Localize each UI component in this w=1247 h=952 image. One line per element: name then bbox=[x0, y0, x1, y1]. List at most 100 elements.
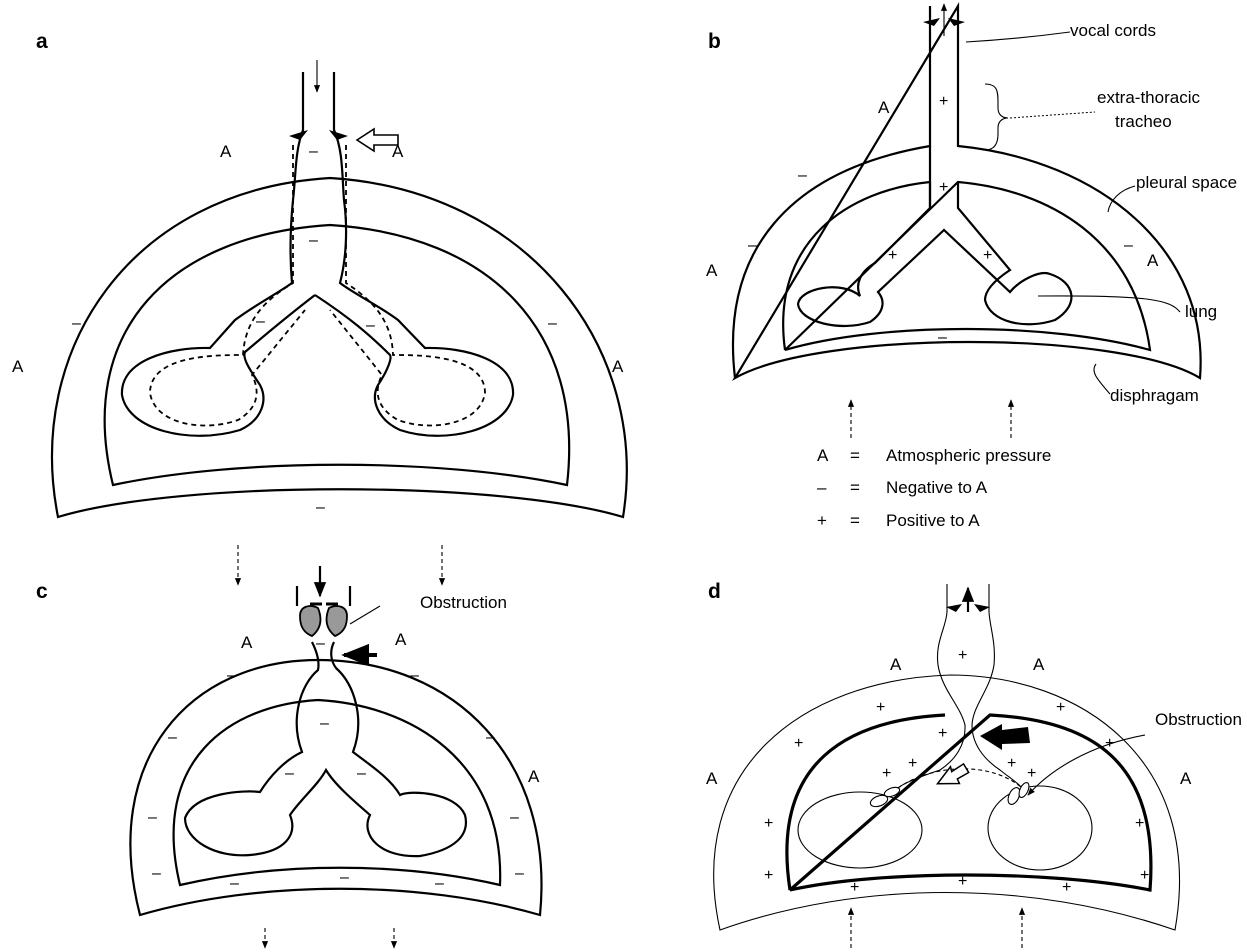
panel-d-pos-1: + bbox=[958, 647, 967, 664]
panel-b-brace-leader bbox=[1010, 112, 1095, 118]
panel-d-vocal-cord-right bbox=[974, 604, 990, 612]
panel-b-chest-wall bbox=[733, 6, 1201, 378]
panel-d-chest-wall bbox=[714, 675, 1180, 930]
panel-d-compression-arrow bbox=[980, 724, 1030, 750]
panel-b-extrathoracic-label: extra-thoracic bbox=[1097, 88, 1200, 107]
panel-d-pos-9: + bbox=[1007, 755, 1016, 772]
panel-a-neg-trachea-lower: – bbox=[309, 232, 318, 249]
panel-d-pos-16: + bbox=[958, 873, 967, 890]
panel-c-neg-7: – bbox=[152, 865, 161, 882]
panel-b-vocal-cords-label: vocal cords bbox=[1070, 21, 1156, 40]
panel-b-extrathoracic-brace bbox=[985, 84, 1008, 150]
panel-c-neg-trachea: – bbox=[320, 715, 329, 732]
panel-c-neg-5: – bbox=[148, 809, 157, 826]
panel-b: b vocal cords extra-thoracic tracheo ple… bbox=[706, 4, 1237, 530]
panel-a-label: a bbox=[36, 30, 48, 53]
panel-c-neg-1: – bbox=[227, 667, 236, 684]
panel-d-pos-15: + bbox=[850, 879, 859, 896]
panel-d-pos-17: + bbox=[1062, 879, 1071, 896]
panel-a-vocal-cord-right bbox=[329, 130, 348, 140]
panel-d-obstruction-label: Obstruction bbox=[1155, 710, 1242, 729]
legend-eq-a: = bbox=[850, 446, 860, 465]
panel-b-neg-pleural-right: – bbox=[1124, 237, 1133, 254]
panel-a-vocal-cord-left bbox=[289, 130, 308, 140]
panel-c-neg-10: – bbox=[340, 869, 349, 886]
panel-d-pos-4: + bbox=[1056, 699, 1065, 716]
panel-a-expanded-airway-right bbox=[330, 145, 485, 426]
panel-a-neg-diaphragm: – bbox=[316, 499, 325, 516]
panel-d-pleura bbox=[787, 715, 1151, 890]
panel-d: d Obstruction A A A A + + + + + + + bbox=[706, 580, 1242, 948]
panel-b-diaphragm-leader bbox=[1094, 364, 1110, 394]
panel-a-neg-bronchus-left: – bbox=[256, 313, 265, 330]
panel-d-pos-5: + bbox=[794, 735, 803, 752]
legend: A = Atmospheric pressure – = Negative to… bbox=[817, 446, 1051, 530]
panel-c-neg-3: – bbox=[168, 729, 177, 746]
panel-c-obstruction-label: Obstruction bbox=[420, 593, 507, 612]
panel-c-atm-left: A bbox=[241, 633, 253, 652]
panel-a-atm-outer-left: A bbox=[12, 357, 24, 376]
legend-text-a: Atmospheric pressure bbox=[886, 446, 1051, 465]
panel-d-label: d bbox=[708, 580, 721, 603]
legend-eq-pos: = bbox=[850, 511, 860, 530]
panel-c-chest-wall bbox=[130, 660, 541, 915]
panel-a-neg-bronchus-right: – bbox=[366, 317, 375, 334]
panel-b-lung-label: lung bbox=[1185, 302, 1217, 321]
panel-d-pos-3: + bbox=[876, 699, 885, 716]
panel-b-tracheo-label: tracheo bbox=[1115, 112, 1172, 131]
panel-d-atm-left: A bbox=[706, 769, 718, 788]
panel-d-vocal-cord-left bbox=[946, 604, 962, 612]
panel-d-pos-11: + bbox=[764, 815, 773, 832]
panel-a-neg-trachea-upper: – bbox=[309, 143, 318, 160]
panel-a-expanded-airway bbox=[150, 145, 305, 426]
legend-text-pos: Positive to A bbox=[886, 511, 980, 530]
panel-c-obstruction-leader bbox=[350, 606, 380, 624]
legend-symbol-a: A bbox=[817, 446, 829, 465]
panel-d-lung-right bbox=[988, 786, 1092, 870]
panel-b-atm-left: A bbox=[706, 261, 718, 280]
panel-a-atm-left: A bbox=[220, 142, 232, 161]
legend-symbol-neg: – bbox=[817, 478, 827, 497]
panel-a-chest-wall bbox=[52, 178, 627, 517]
panel-d-pos-6: + bbox=[1105, 735, 1114, 752]
panel-c-obstruction-right bbox=[327, 606, 347, 636]
panel-c-neg-6: – bbox=[510, 809, 519, 826]
panel-a-neg-pleural-right: – bbox=[548, 315, 557, 332]
panel-d-pos-8: + bbox=[908, 755, 917, 772]
panel-c-neg-4: – bbox=[486, 729, 495, 746]
panel-d-pos-12: + bbox=[1135, 815, 1144, 832]
panel-c: c Obstruction A A A – – – – – – – – – – … bbox=[36, 566, 541, 948]
panel-b-neg-pleural-left: – bbox=[748, 237, 757, 254]
panel-d-atm-upper-left: A bbox=[890, 655, 902, 674]
panel-d-pos-14: + bbox=[1140, 867, 1149, 884]
panel-b-pos-trachea: + bbox=[939, 179, 948, 196]
panel-c-obstruction-left bbox=[300, 606, 320, 636]
panel-b-neg-diaphragm: – bbox=[938, 329, 947, 346]
panel-c-neg-glottis: – bbox=[316, 635, 325, 652]
panel-c-neg-11: – bbox=[435, 875, 444, 892]
panel-a: a A A A A – – – – – – – bbox=[12, 30, 627, 585]
panel-a-trachea-left bbox=[122, 72, 315, 436]
panel-b-vocal-cord-left bbox=[923, 18, 940, 26]
panel-b-lung-leader bbox=[1038, 296, 1180, 312]
panel-d-atm-upper-right: A bbox=[1033, 655, 1045, 674]
panel-c-atm-right: A bbox=[395, 630, 407, 649]
panel-c-neg-bronchus-left: – bbox=[285, 765, 294, 782]
panel-b-label: b bbox=[708, 30, 721, 53]
panel-c-neg-9: – bbox=[230, 875, 239, 892]
panel-a-atm-right: A bbox=[392, 142, 404, 161]
panel-b-neg-pleural-top: – bbox=[798, 167, 807, 184]
panel-c-neg-2: – bbox=[410, 667, 419, 684]
panel-d-pos-13: + bbox=[764, 867, 773, 884]
panel-d-pos-2: + bbox=[938, 725, 947, 742]
panel-a-neg-pleural-left: – bbox=[72, 315, 81, 332]
panel-b-pos-bronchus-left: + bbox=[888, 247, 897, 264]
panel-d-pos-7: + bbox=[882, 765, 891, 782]
legend-text-neg: Negative to A bbox=[886, 478, 988, 497]
panel-d-atm-right: A bbox=[1180, 769, 1192, 788]
panel-d-pos-10: + bbox=[1027, 765, 1036, 782]
legend-symbol-pos: + bbox=[817, 511, 827, 530]
panel-c-pleura bbox=[174, 700, 501, 885]
panel-b-atm-right: A bbox=[1147, 251, 1159, 270]
